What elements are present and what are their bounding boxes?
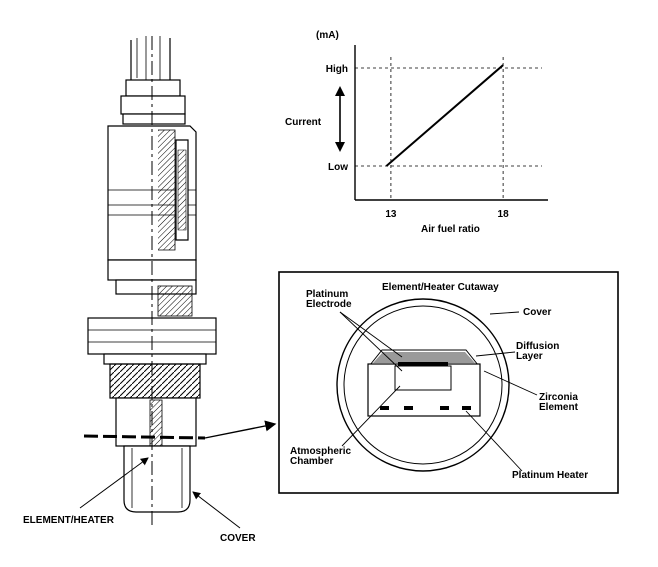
- chart-x-tick-label: 13: [385, 209, 397, 220]
- chart-y-tick-label: High: [326, 64, 348, 75]
- platinum-heater-label: Platinum Heater: [512, 470, 588, 481]
- cutaway-title: Element/Heater Cutaway: [382, 282, 499, 293]
- chart-x-tick-label: 18: [498, 209, 510, 220]
- y-arrow-up: [335, 86, 345, 96]
- chart-y-unit: (mA): [316, 30, 339, 41]
- y-arrow-down: [335, 142, 345, 152]
- chart-x-label: Air fuel ratio: [421, 224, 480, 235]
- cutaway-panel: Element/Heater Cutaway: [278, 271, 619, 494]
- oxygen-sensor-drawing: [87, 36, 217, 525]
- diffusion-layer-label: Diffusion Layer: [516, 341, 562, 362]
- element-cross-section: [367, 349, 481, 417]
- atmospheric-chamber-label: Atmospheric Chamber: [290, 446, 354, 467]
- cover-label: COVER: [220, 533, 256, 544]
- element-heater-label: ELEMENT/HEATER: [23, 515, 115, 526]
- chart-series-line: [385, 64, 504, 167]
- sensor-labels: ELEMENT/HEATER COVER: [23, 457, 256, 544]
- chart-y-label: Current: [285, 117, 322, 128]
- platinum-electrode-label: Platinum Electrode: [306, 289, 352, 310]
- zirconia-element-label: Zirconia Element: [539, 392, 581, 413]
- section-line: [83, 420, 277, 440]
- cover-cutaway-label: Cover: [523, 307, 551, 318]
- chart-y-tick-label: Low: [328, 162, 348, 173]
- cutaway-leaders: [339, 311, 538, 472]
